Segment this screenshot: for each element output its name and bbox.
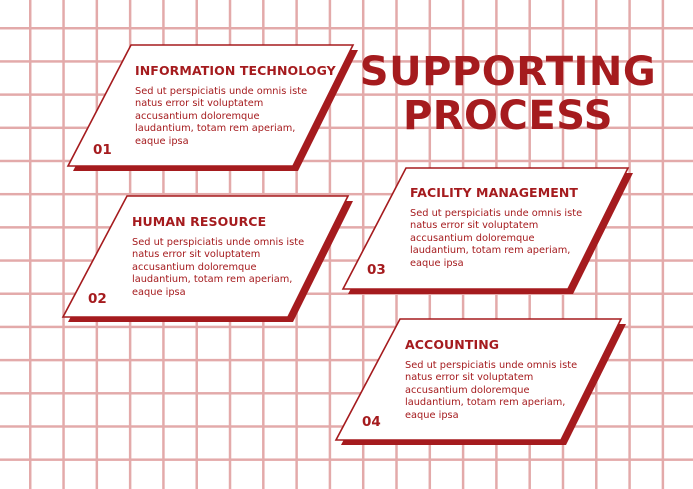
process-card-human-resource: HUMAN RESOURCE Sed ut perspiciatis unde … xyxy=(61,195,361,335)
card-description: Sed ut perspiciatis unde omnis iste natu… xyxy=(135,86,308,147)
card-number: 02 xyxy=(88,291,107,307)
card-description: Sed ut perspiciatis unde omnis iste natu… xyxy=(405,360,578,421)
process-card-information-technology: INFORMATION TECHNOLOGY Sed ut perspiciat… xyxy=(66,44,366,184)
card-heading: ACCOUNTING xyxy=(405,337,500,352)
card-heading: INFORMATION TECHNOLOGY xyxy=(135,63,336,78)
card-number: 03 xyxy=(367,262,386,278)
card-heading: HUMAN RESOURCE xyxy=(132,214,267,229)
title-line-1: SUPPORTING xyxy=(359,49,657,95)
card-description: Sed ut perspiciatis unde omnis iste natu… xyxy=(410,208,583,269)
parallelogram-shape xyxy=(61,195,353,322)
process-card-accounting: ACCOUNTING Sed ut perspiciatis unde omni… xyxy=(334,318,634,458)
card-number: 04 xyxy=(362,414,381,430)
parallelogram-shape xyxy=(66,44,358,171)
card-description: Sed ut perspiciatis unde omnis iste natu… xyxy=(132,237,305,298)
title-line-2: PROCESS xyxy=(402,93,614,139)
card-number: 01 xyxy=(93,142,112,158)
parallelogram-shape xyxy=(334,318,626,445)
page-title: SUPPORTING PROCESS xyxy=(340,50,676,138)
card-heading: FACILITY MANAGEMENT xyxy=(410,185,579,200)
process-card-facility-management: FACILITY MANAGEMENT Sed ut perspiciatis … xyxy=(341,167,641,307)
parallelogram-shape xyxy=(341,167,633,294)
